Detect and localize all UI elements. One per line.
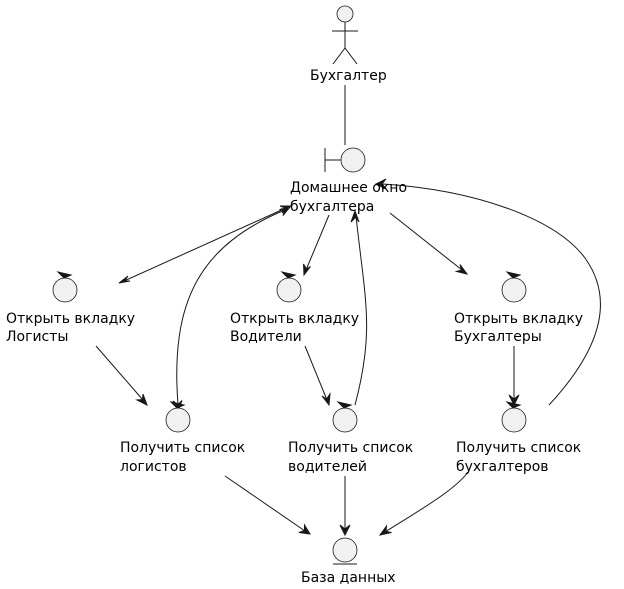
actor-icon xyxy=(332,5,358,65)
edge-tab-drivers-list-drivers xyxy=(304,345,331,407)
control-icon xyxy=(165,401,191,433)
list-logists-label-line-1: Получить список xyxy=(120,440,245,456)
actor-label: Бухгалтер xyxy=(310,68,387,84)
arrowhead xyxy=(339,524,351,537)
home-label-line-1: Домашнее окно xyxy=(290,180,407,196)
edge-home-tab-logists xyxy=(118,205,293,284)
arrowhead xyxy=(321,392,331,407)
control-icon xyxy=(501,271,527,303)
control-get-drivers-list: Получить список водителей xyxy=(288,401,413,475)
arrowhead xyxy=(135,393,148,407)
arrowhead xyxy=(118,275,131,284)
arrowhead xyxy=(303,263,311,277)
boundary-icon xyxy=(324,147,366,173)
entity-database: База данных xyxy=(301,537,396,586)
control-get-logists-list: Получить список логистов xyxy=(120,401,245,475)
arrowhead xyxy=(454,264,469,275)
list-accountants-label-line-1: Получить список xyxy=(456,440,581,456)
control-icon xyxy=(332,401,358,433)
control-open-tab-logists: Открыть вкладку Логисты xyxy=(6,271,135,345)
edge-list-drivers-home xyxy=(350,209,368,406)
actor-accountant: Бухгалтер xyxy=(310,5,387,84)
edge-list-accountants-database xyxy=(378,471,469,536)
boundary-home-window: Домашнее окно бухгалтера xyxy=(290,147,407,215)
edge-list-logists-database xyxy=(224,475,311,535)
edge-tab-accountants-list-accountants xyxy=(508,346,520,407)
control-icon xyxy=(276,271,302,303)
home-label-line-2: бухгалтера xyxy=(290,199,374,215)
arrowhead xyxy=(378,524,392,536)
edge-home-tab-accountants xyxy=(389,212,469,275)
tab-drivers-label-line-1: Открыть вкладку xyxy=(230,311,359,327)
control-icon xyxy=(52,271,78,303)
tab-logists-label-line-1: Открыть вкладку xyxy=(6,311,135,327)
list-drivers-label-line-2: водителей xyxy=(288,459,367,475)
list-accountants-label-line-2: бухгалтеров xyxy=(456,459,549,475)
tab-accountants-label-line-1: Открыть вкладку xyxy=(454,311,583,327)
tab-logists-label-line-2: Логисты xyxy=(6,329,68,345)
edge-tab-logists-list-logists xyxy=(95,345,148,407)
control-get-accountants-list: Получить список бухгалтеров xyxy=(456,401,581,475)
edge-list-drivers-database xyxy=(339,476,351,537)
connections xyxy=(95,85,601,537)
arrowhead xyxy=(374,178,387,190)
list-drivers-label-line-1: Получить список xyxy=(288,440,413,456)
list-logists-label-line-2: логистов xyxy=(120,459,187,475)
database-label: База данных xyxy=(301,570,396,586)
tab-accountants-label-line-2: Бухгалтеры xyxy=(454,329,542,345)
arrowhead xyxy=(350,209,360,223)
tab-drivers-label-line-2: Водители xyxy=(230,329,302,345)
edge-home-tab-drivers xyxy=(303,214,330,277)
arrowhead xyxy=(298,523,311,535)
entity-icon xyxy=(332,537,358,565)
control-open-tab-drivers: Открыть вкладку Водители xyxy=(230,271,359,345)
edge-list-accountants-home xyxy=(374,178,601,406)
edge-list-logists-home xyxy=(172,206,292,413)
arrowhead xyxy=(508,394,520,407)
arrowhead xyxy=(279,206,292,216)
control-icon xyxy=(501,401,527,433)
control-open-tab-accountants: Открыть вкладку Бухгалтеры xyxy=(454,271,583,345)
